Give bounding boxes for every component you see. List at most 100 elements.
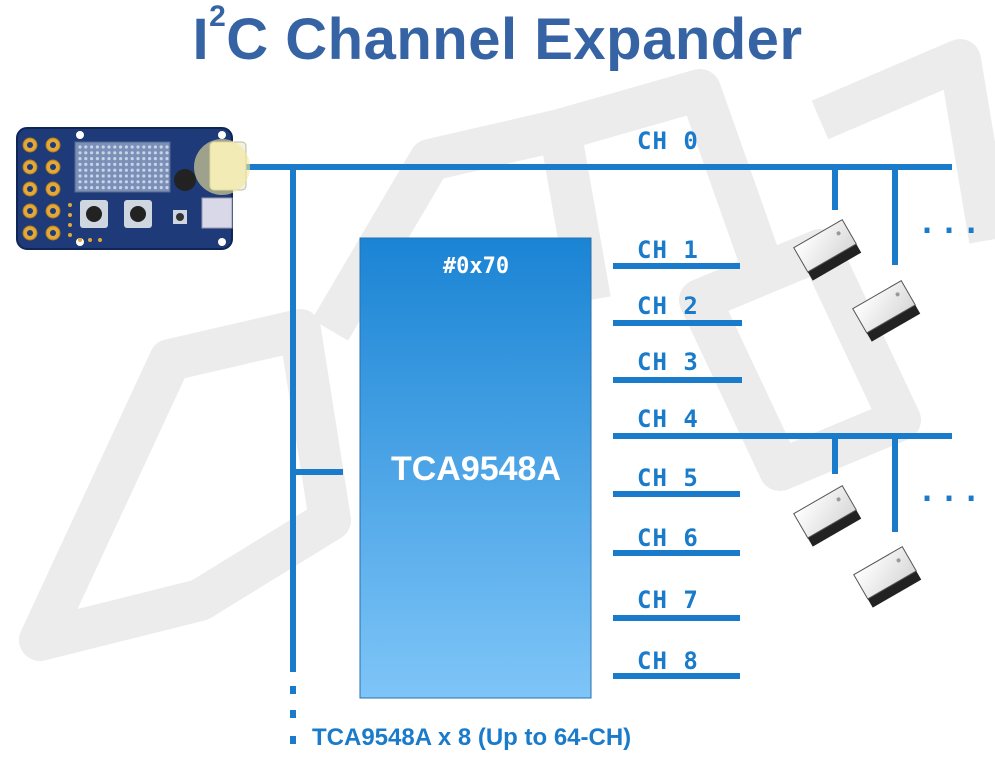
led-dot [95,162,99,166]
led-dot [119,168,123,172]
led-dot [142,168,146,172]
led-dot [153,180,157,184]
led-dot [148,151,152,155]
led-matrix [74,141,171,193]
led-dot [107,174,111,178]
led-dot [165,168,169,172]
led-dot [107,168,111,172]
led-dot [113,186,117,190]
led-dot [90,174,94,178]
led-dot [101,186,105,190]
led-dot [107,180,111,184]
led-dot [113,174,117,178]
led-dot [113,180,117,184]
channel-label-8: CH 8 [637,647,699,675]
led-dot [107,162,111,166]
sensor-chip [853,545,922,608]
led-dot [90,186,94,190]
led-dot [113,145,117,149]
led-dot [113,162,117,166]
led-dot [84,145,88,149]
led-dot [148,180,152,184]
channel-label-2: CH 2 [637,292,699,320]
channel-label-1: CH 1 [637,236,699,264]
led-dot [78,157,82,161]
led-dot [148,186,152,190]
led-dot [84,186,88,190]
sensor-chip [793,218,862,281]
led-dot [95,145,99,149]
led-dot [101,168,105,172]
led-dot [95,168,99,172]
led-dot [124,162,128,166]
led-dot [84,180,88,184]
led-dot [159,174,163,178]
led-dot [119,151,123,155]
led-dot [119,145,123,149]
led-dot [84,151,88,155]
led-dot [78,180,82,184]
led-dot [119,157,123,161]
led-dot [107,157,111,161]
led-dot [84,157,88,161]
led-dot [113,157,117,161]
led-dot [95,186,99,190]
led-dot [142,162,146,166]
led-dot [159,157,163,161]
led-dot [84,174,88,178]
led-dot [95,180,99,184]
led-dot [130,186,134,190]
led-dot [101,145,105,149]
led-dot [165,174,169,178]
led-dot [107,145,111,149]
led-dot [136,145,140,149]
led-dot [165,151,169,155]
led-dot [130,180,134,184]
led-dot [148,168,152,172]
led-dot [124,151,128,155]
led-dot [142,180,146,184]
channel-label-5: CH 5 [637,464,699,492]
led-dot [124,157,128,161]
led-dot [124,168,128,172]
led-dot [130,174,134,178]
led-dot [78,151,82,155]
led-dot [124,145,128,149]
led-dot [84,168,88,172]
led-dot [90,145,94,149]
microcontroller-board [16,127,250,250]
led-dot [165,162,169,166]
led-dot [78,186,82,190]
led-dot [153,162,157,166]
led-dot [124,174,128,178]
led-dot [136,180,140,184]
led-dot [148,162,152,166]
led-dot [78,145,82,149]
led-dot [159,168,163,172]
led-dot [78,168,82,172]
led-dot [78,174,82,178]
sensor-chip [852,279,921,342]
led-dot [142,145,146,149]
led-dot [101,174,105,178]
led-dot [95,174,99,178]
expander-note: TCA9548A x 8 (Up to 64-CH) [312,724,632,751]
channel-label-0: CH 0 [637,127,699,155]
led-dot [101,162,105,166]
led-dot [142,186,146,190]
led-dot [165,145,169,149]
more-devices-ellipsis-bottom: ... [918,474,985,509]
led-dot [124,186,128,190]
title-superscript: 2 [209,0,227,33]
led-dot [136,186,140,190]
led-dot [153,157,157,161]
led-dot [136,168,140,172]
led-dot [153,186,157,190]
led-dot [90,157,94,161]
led-dot [130,151,134,155]
led-dot [136,151,140,155]
led-dot [124,180,128,184]
led-dot [113,168,117,172]
